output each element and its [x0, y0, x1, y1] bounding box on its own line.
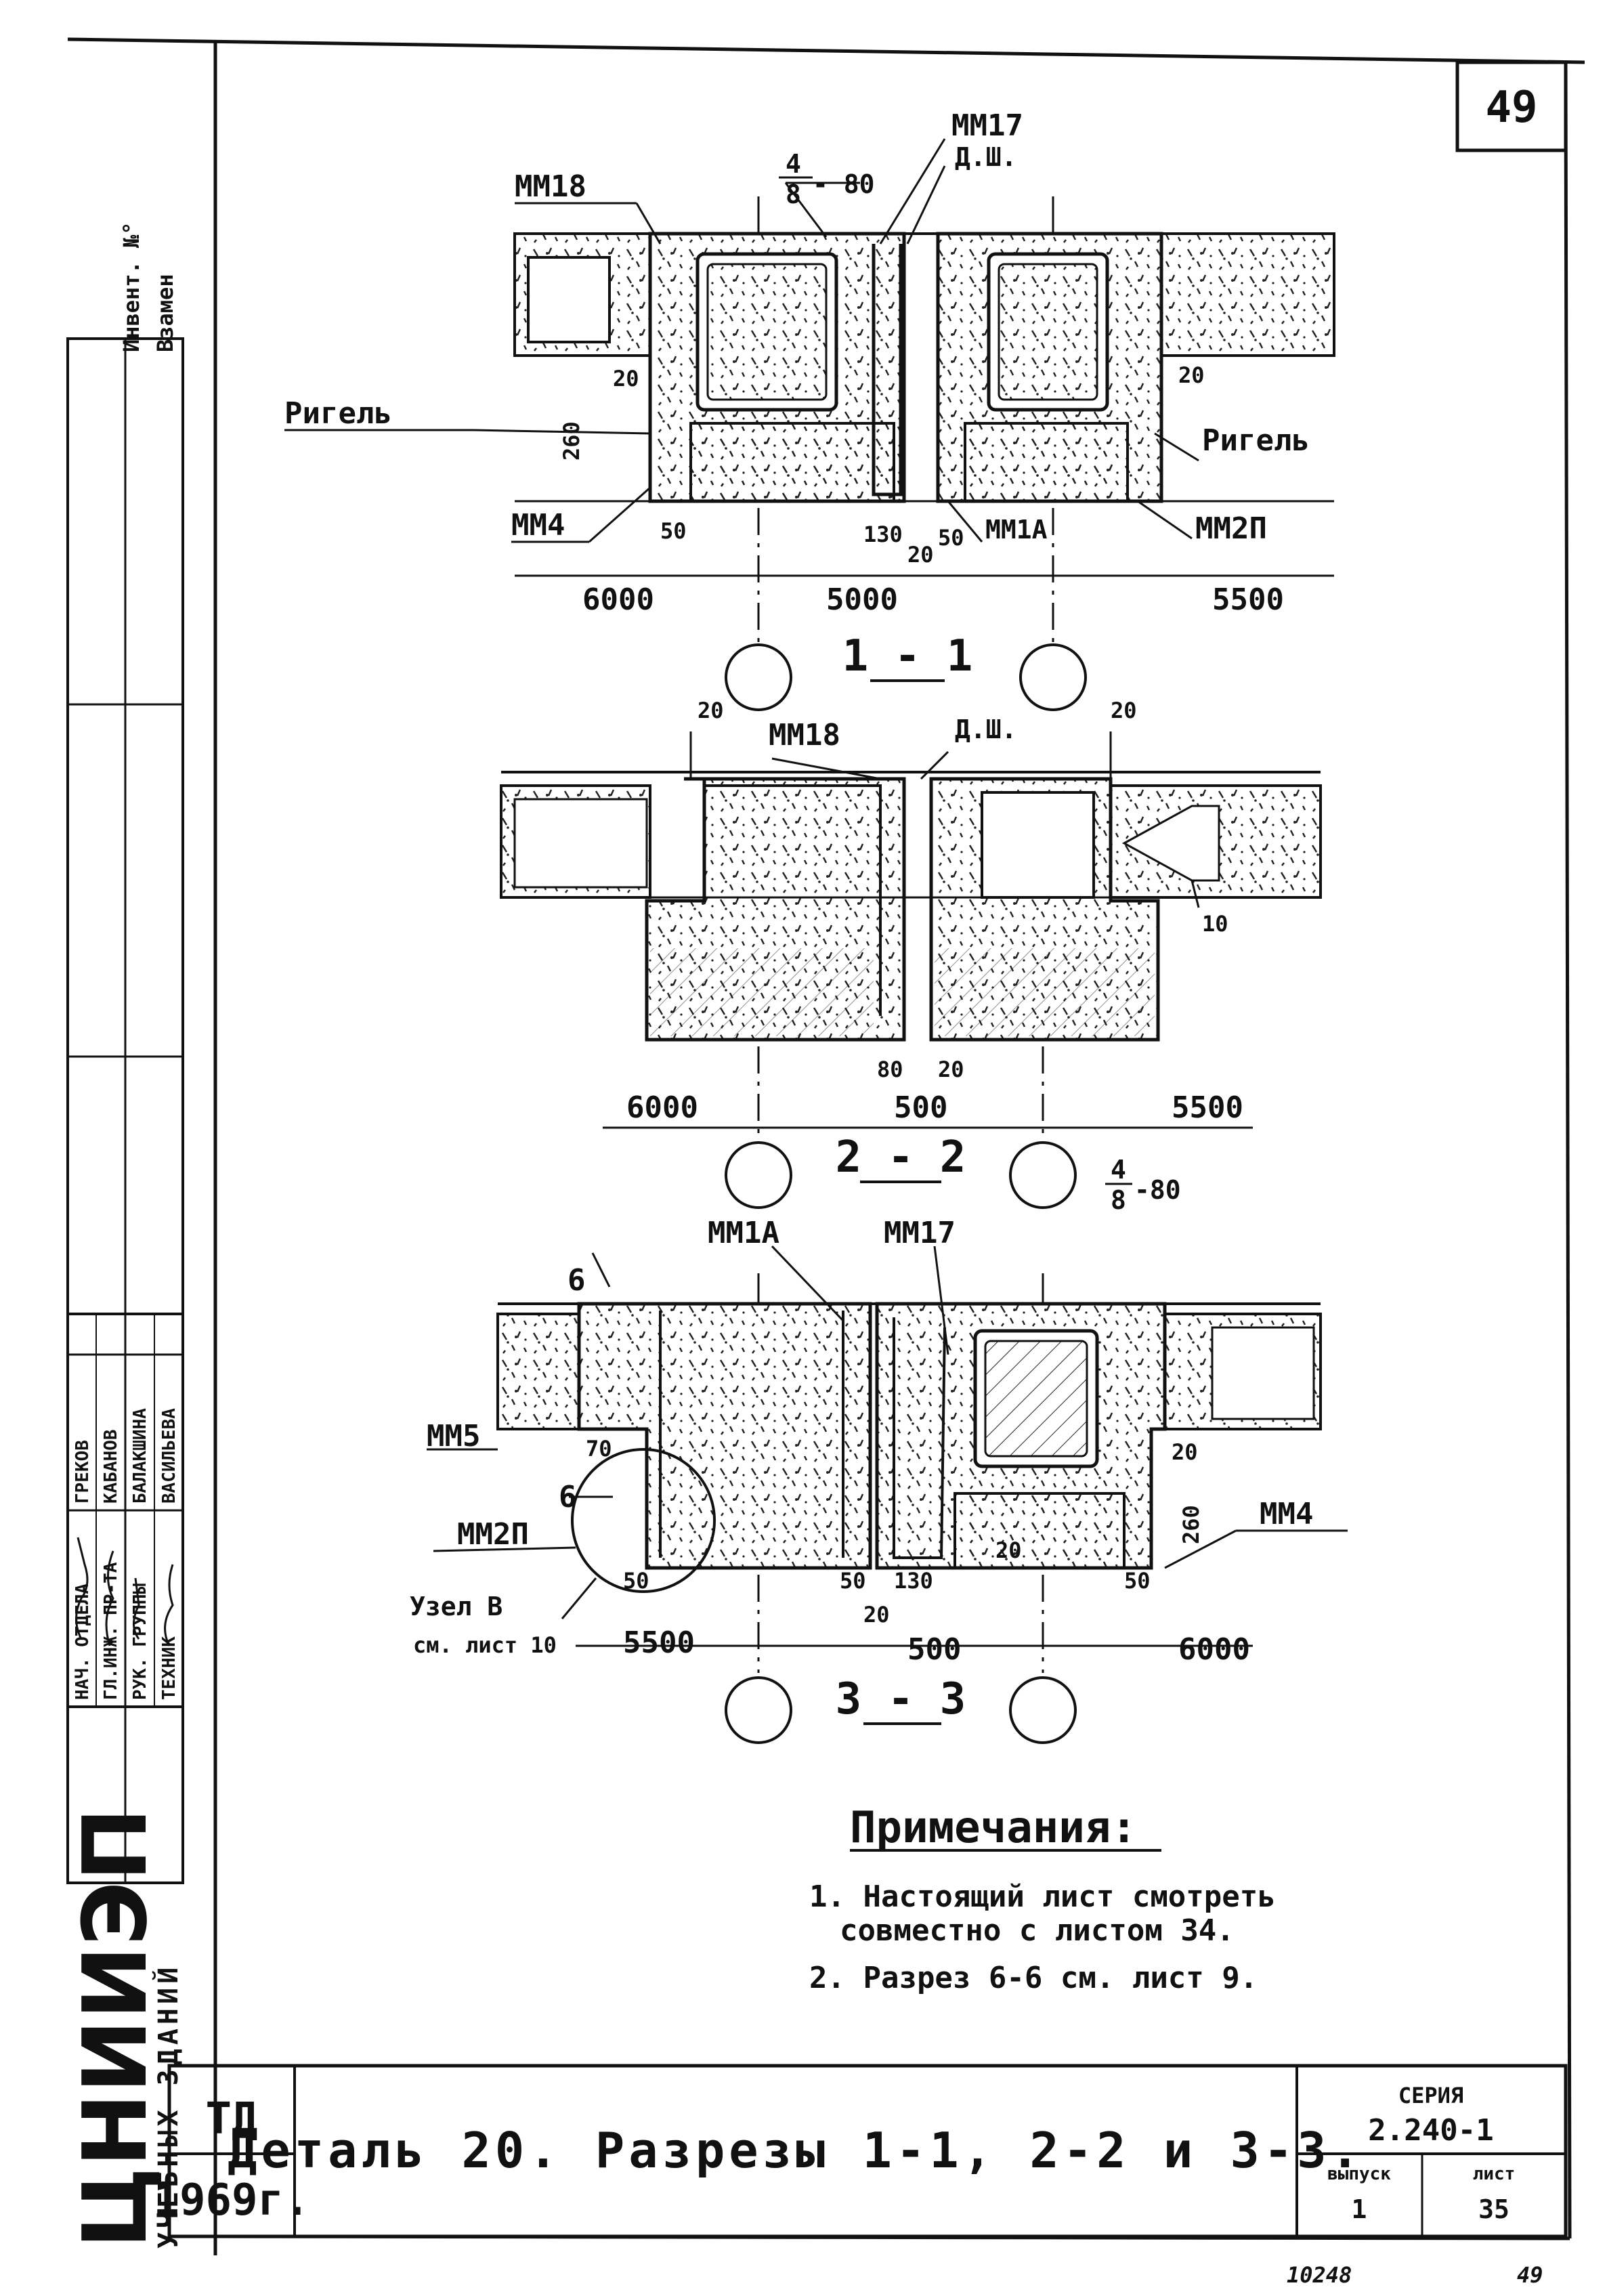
- note-line-3: 2. Разрез 6-6 см. лист 9.: [809, 1961, 1258, 1995]
- issue-value: 1: [1352, 2194, 1367, 2224]
- s3-mm2p-label: ММ2П: [457, 1517, 529, 1552]
- role-4: ТЕХНИК: [159, 1636, 179, 1700]
- notes-heading: Примечания:: [850, 1803, 1137, 1853]
- s3-dim-50b: 50: [840, 1568, 866, 1594]
- s3-node-ref: см. лист 10: [413, 1632, 557, 1658]
- left-stamp: Инвент. №° Взамен НАЧ. ОТДЕЛА ГЛ.ИНЖ. ПР…: [64, 221, 184, 2249]
- s3-cut6-top: 6: [567, 1263, 586, 1298]
- s1-fraction-num: 4: [786, 149, 801, 179]
- s1-axis-left: 6000: [582, 582, 654, 617]
- s1-dim-260: 260: [559, 421, 584, 461]
- s1-dim-20c: 20: [1178, 362, 1205, 388]
- s2-section-name: 2 - 2: [836, 1132, 966, 1183]
- s3-mm17-label: ММ17: [884, 1216, 956, 1250]
- section-3-3: ММ1А ММ17 6 6 ММ5 ММ2П ММ4 Узел В см. ли…: [410, 1216, 1348, 1744]
- s3-mm5-label: ММ5: [427, 1419, 480, 1453]
- role-1: НАЧ. ОТДЕЛА: [72, 1583, 93, 1700]
- s1-mm1a-label: ММ1А: [985, 515, 1048, 545]
- section-2-2: ММ18 Д.Ш. 20 20 10 80 20 6000 500 5500 2…: [500, 698, 1322, 1215]
- s3-dim-20a: 20: [863, 1602, 890, 1628]
- s3-dim-20b: 20: [995, 1537, 1022, 1563]
- s3-mm1a-label: ММ1А: [708, 1216, 779, 1250]
- note-line-1: 1. Настоящий лист смотреть: [809, 1879, 1276, 1914]
- s1-dim-20b: 20: [907, 542, 934, 568]
- s1-rigel-right-label: Ригель: [1202, 423, 1310, 458]
- s2-dim-20c: 20: [938, 1057, 964, 1082]
- series-label: СЕРИЯ: [1398, 2083, 1463, 2108]
- role-2: ГЛ.ИНЖ. ПР-ТА: [101, 1562, 121, 1700]
- name-1: ГРЕКОВ: [72, 1440, 93, 1504]
- sheet-label: лист: [1473, 2164, 1516, 2184]
- s1-mm2p-label: ММ2П: [1195, 511, 1267, 546]
- s2-dsh-label: Д.Ш.: [955, 715, 1017, 744]
- s3-dim-50a: 50: [623, 1568, 649, 1594]
- s1-dim-50b: 50: [938, 525, 964, 551]
- sheet-value: 35: [1478, 2194, 1509, 2224]
- signatures: [75, 1537, 174, 1646]
- s2-dim-20b: 20: [1111, 698, 1137, 723]
- s3-axis-mid: 500: [907, 1632, 961, 1667]
- s2-fraction-num: 4: [1111, 1155, 1126, 1185]
- s3-mm4-label: ММ4: [1260, 1497, 1313, 1531]
- title-code: ТД: [205, 2094, 257, 2144]
- bottom-left-code: 10248: [1287, 2262, 1352, 2288]
- s1-axis-right: 5500: [1212, 582, 1284, 617]
- replace-label: Взамен: [152, 274, 178, 352]
- s1-section-name: 1 - 1: [842, 631, 973, 681]
- s2-fraction-suffix: -80: [1134, 1175, 1181, 1205]
- issue-label: выпуск: [1327, 2164, 1391, 2184]
- s3-dim-260: 260: [1178, 1505, 1204, 1544]
- s1-fraction-suffix: - 80: [813, 169, 875, 199]
- name-3: БАЛАКШИНА: [130, 1408, 150, 1504]
- s1-axis-mid: 5000: [826, 582, 898, 617]
- s2-mm18-label: ММ18: [769, 718, 840, 752]
- name-4: ВАСИЛЬЕВА: [159, 1408, 179, 1504]
- s2-dim-10: 10: [1202, 911, 1228, 937]
- s1-dim-130: 130: [863, 522, 903, 547]
- s3-cut6-mid: 6: [559, 1480, 577, 1514]
- s2-axis-right: 5500: [1172, 1090, 1243, 1125]
- s1-dim-50a: 50: [660, 518, 687, 544]
- s3-dim-130: 130: [894, 1568, 933, 1594]
- s1-rigel-left-label: Ригель: [284, 396, 392, 431]
- note-line-2: совместно с листом 34.: [840, 1913, 1235, 1948]
- s2-axis-mid: 500: [894, 1090, 947, 1125]
- title-block: ТД 1969г. Деталь 20. Разрезы 1-1, 2-2 и …: [153, 2064, 1568, 2238]
- s1-mm4-label: ММ4: [511, 508, 565, 543]
- s1-mm17-label: ММ17: [951, 108, 1023, 143]
- s2-axis-left: 6000: [626, 1090, 698, 1125]
- sheet-number-box: 49: [1455, 60, 1568, 152]
- sheet-number: 49: [1485, 83, 1537, 133]
- bottom-right-code: 49: [1517, 2262, 1543, 2288]
- title-year: 1969г.: [153, 2175, 309, 2226]
- s3-axis-left: 5500: [623, 1625, 695, 1660]
- s1-dim-20a: 20: [613, 366, 639, 391]
- s3-dim-70: 70: [586, 1436, 612, 1462]
- org-name: ЦНИИЭП: [64, 1808, 167, 2249]
- section-1-1: 4 8 - 80 ММ17 Д.Ш. ММ18 Ригель Ригель ММ…: [284, 108, 1335, 711]
- s1-fraction-den: 8: [786, 179, 801, 209]
- s2-dim-20a: 20: [698, 698, 724, 723]
- s1-mm18-label: ММ18: [515, 169, 586, 204]
- series-value: 2.240-1: [1368, 2113, 1493, 2148]
- s1-dsh-label: Д.Ш.: [955, 142, 1017, 172]
- s3-dim-20c: 20: [1172, 1439, 1198, 1465]
- s3-dim-50c: 50: [1124, 1568, 1151, 1594]
- inventory-label: Инвент. №°: [119, 221, 144, 352]
- role-3: РУК. ГРУППЫ: [130, 1583, 150, 1700]
- s3-axis-right: 6000: [1178, 1632, 1250, 1667]
- drawing-title: Деталь 20. Разрезы 1-1, 2-2 и 3-3.: [228, 2122, 1364, 2179]
- s2-fraction-den: 8: [1111, 1185, 1126, 1215]
- s3-section-name: 3 - 3: [836, 1674, 966, 1724]
- s2-dim-80: 80: [877, 1057, 903, 1082]
- notes: Примечания: 1. Настоящий лист смотреть с…: [809, 1803, 1276, 1995]
- name-2: КАБАНОВ: [101, 1429, 121, 1504]
- s3-node-label: Узел В: [410, 1592, 502, 1621]
